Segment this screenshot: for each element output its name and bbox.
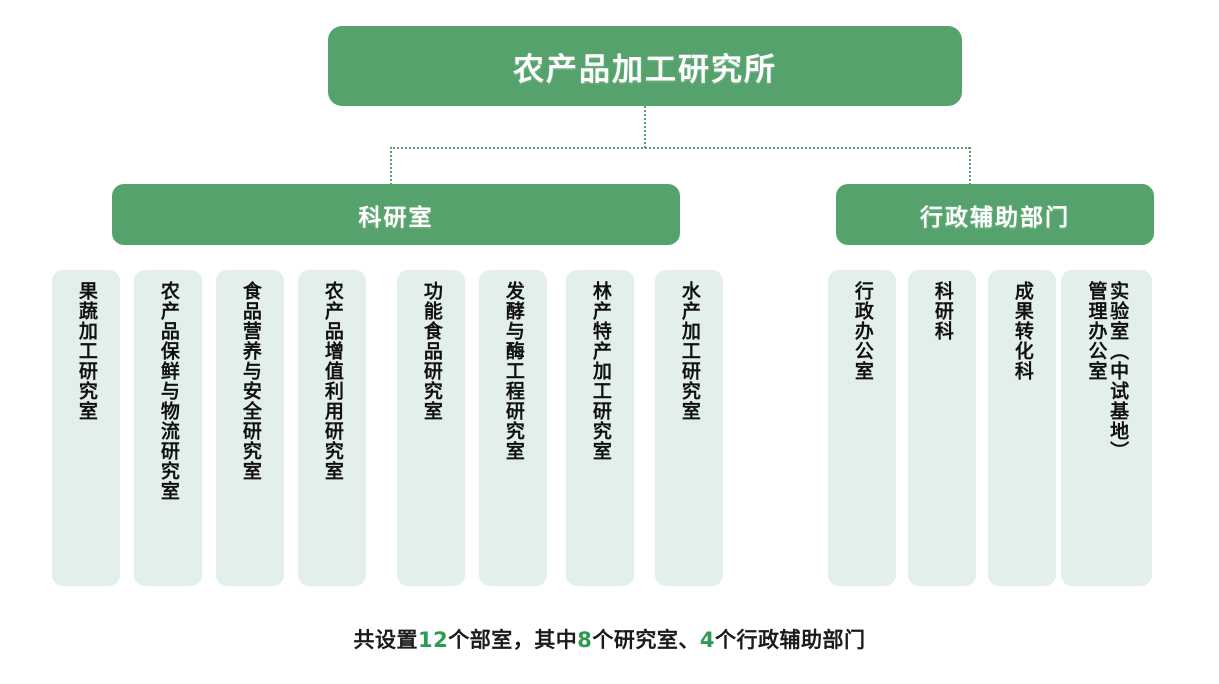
leaf-label: 农产品保鲜与物流研究室 <box>157 281 180 501</box>
root-node[interactable]: 农产品加工研究所 <box>328 26 962 106</box>
leaf-label: 功能食品研究室 <box>420 281 443 421</box>
leaf-node-research-2[interactable]: 农产品保鲜与物流研究室 <box>134 270 202 586</box>
connector-horizontal-bus <box>390 147 970 149</box>
leaf-node-admin-1[interactable]: 行政办公室 <box>828 270 896 586</box>
caption-research-count: 8 <box>577 628 593 652</box>
leaf-label: 水产加工研究室 <box>678 281 701 421</box>
leaf-label: 林产特产加工研究室 <box>589 281 612 461</box>
branch-node-research[interactable]: 科研室 <box>112 184 680 245</box>
caption-part-2: 个部室，其中 <box>448 628 578 652</box>
summary-caption: 共设置12个部室，其中8个研究室、4个行政辅助部门 <box>0 624 1219 654</box>
leaf-label: 行政办公室 <box>851 281 874 381</box>
caption-admin-count: 4 <box>699 628 715 652</box>
leaf-label: 果蔬加工研究室 <box>75 281 98 421</box>
leaf-label: 实验室（中试基地） 管理办公室 <box>1085 281 1130 461</box>
leaf-node-admin-3[interactable]: 成果转化科 <box>988 270 1056 586</box>
leaf-node-research-5[interactable]: 功能食品研究室 <box>397 270 465 586</box>
leaf-node-admin-4[interactable]: 实验室（中试基地） 管理办公室 <box>1061 270 1152 586</box>
leaf-label: 农产品增值利用研究室 <box>321 281 344 481</box>
leaf-label: 食品营养与安全研究室 <box>239 281 262 481</box>
connector-to-admin <box>969 147 971 185</box>
connector-root-stem <box>644 106 646 148</box>
leaf-label: 发酵与酶工程研究室 <box>502 281 525 461</box>
leaf-label: 科研科 <box>931 281 954 341</box>
leaf-label: 成果转化科 <box>1011 281 1034 381</box>
connector-to-research <box>390 147 392 185</box>
leaf-node-research-6[interactable]: 发酵与酶工程研究室 <box>479 270 547 586</box>
leaf-node-research-8[interactable]: 水产加工研究室 <box>655 270 723 586</box>
branch-node-admin[interactable]: 行政辅助部门 <box>836 184 1154 245</box>
leaf-node-admin-2[interactable]: 科研科 <box>908 270 976 586</box>
caption-part-1: 共设置 <box>353 628 418 652</box>
leaf-node-research-1[interactable]: 果蔬加工研究室 <box>52 270 120 586</box>
leaf-node-research-3[interactable]: 食品营养与安全研究室 <box>216 270 284 586</box>
caption-part-3: 个研究室、 <box>592 628 700 652</box>
caption-part-4: 个行政辅助部门 <box>714 628 866 652</box>
leaf-node-research-7[interactable]: 林产特产加工研究室 <box>566 270 634 586</box>
leaf-node-research-4[interactable]: 农产品增值利用研究室 <box>298 270 366 586</box>
caption-total-count: 12 <box>418 628 449 652</box>
